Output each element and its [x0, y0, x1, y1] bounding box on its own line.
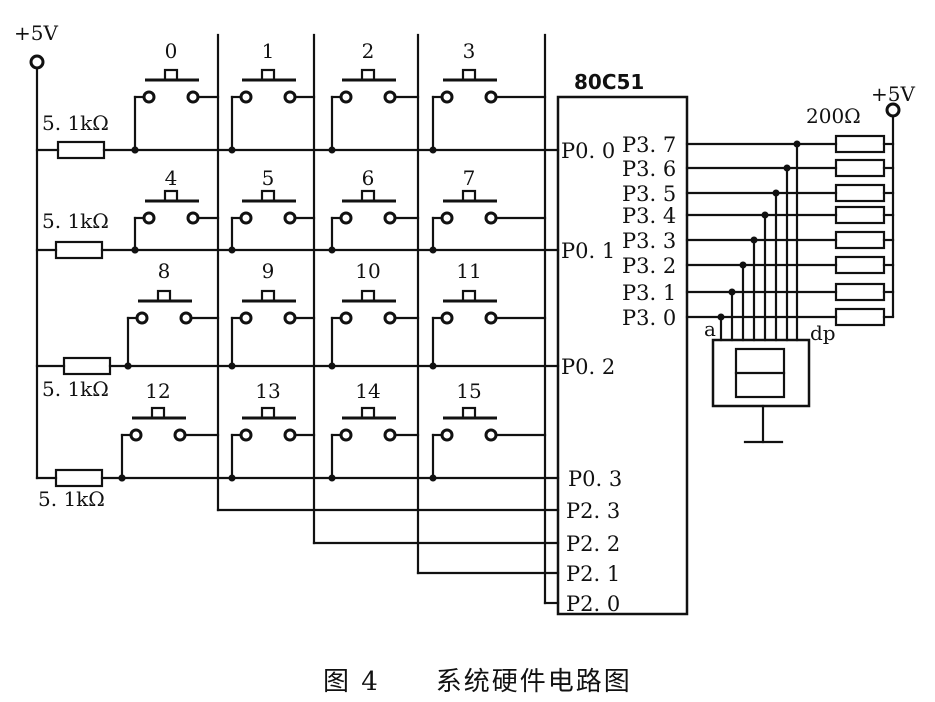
- pin-P31: P3. 1: [622, 281, 676, 305]
- key-4: 4: [131, 166, 220, 254]
- pin-P33: P3. 3: [622, 229, 676, 253]
- key-label-5: 5: [262, 166, 275, 190]
- pin-P30: P3. 0: [622, 306, 676, 330]
- key-label-14: 14: [355, 379, 380, 403]
- key-12: 12: [118, 379, 220, 482]
- key-label-3: 3: [463, 39, 476, 63]
- pin-P00: P0. 0: [561, 139, 615, 163]
- key-label-15: 15: [456, 379, 481, 403]
- row-resistor-2: [62, 356, 112, 376]
- key-label-10: 10: [355, 259, 380, 283]
- key-0: 0: [131, 39, 220, 154]
- key-label-2: 2: [362, 39, 375, 63]
- left-supply-label: +5V: [14, 21, 58, 45]
- key-6: 6: [328, 166, 420, 254]
- key-label-1: 1: [262, 39, 275, 63]
- key-label-8: 8: [158, 259, 171, 283]
- row-resistor-label-1: 5. 1kΩ: [42, 209, 109, 233]
- pin-P32: P3. 2: [622, 254, 676, 278]
- pin-P22: P2. 2: [566, 532, 620, 556]
- segment-resistor-2: [834, 183, 886, 203]
- segment-bus: [685, 134, 895, 342]
- row-resistor-label-3: 5. 1kΩ: [38, 487, 105, 511]
- key-8: 8: [124, 259, 220, 370]
- key-label-12: 12: [145, 379, 170, 403]
- segment-resistor-3: [834, 205, 886, 225]
- segment-resistor-7: [834, 307, 886, 327]
- pin-P37: P3. 7: [622, 133, 676, 157]
- row-resistor-label-0: 5. 1kΩ: [42, 111, 109, 135]
- key-10: 10: [328, 259, 420, 370]
- key-label-6: 6: [362, 166, 375, 190]
- row-resistor-3: [54, 468, 104, 488]
- row-resistor-1: [54, 240, 104, 260]
- key-3: 3: [429, 39, 547, 154]
- pin-P23: P2. 3: [566, 499, 620, 523]
- key-label-11: 11: [456, 259, 481, 283]
- key-7: 7: [429, 166, 547, 254]
- key-5: 5: [228, 166, 316, 254]
- segment-resistor-5: [834, 255, 886, 275]
- segment-resistor-0: [834, 134, 886, 154]
- pin-P36: P3. 6: [622, 157, 676, 181]
- key-13: 13: [228, 379, 316, 482]
- key-label-9: 9: [262, 259, 275, 283]
- key-1: 1: [228, 39, 316, 154]
- right-supply-label: +5V: [871, 82, 915, 106]
- key-9: 9: [228, 259, 316, 370]
- key-15: 15: [429, 379, 547, 482]
- segment-resistor-1: [834, 158, 886, 178]
- display-dp-label: dp: [810, 321, 836, 345]
- key-label-13: 13: [255, 379, 280, 403]
- chip-pins: P0. 0 P0. 1 P0. 2 P0. 3 P2. 3 P2. 2 P2. 1 P2. 0…: [561, 133, 676, 616]
- key-label-4: 4: [165, 166, 178, 190]
- pin-P34: P3. 4: [622, 204, 676, 228]
- pin-P01: P0. 1: [561, 239, 615, 263]
- left-supply-terminal: [29, 54, 45, 70]
- pin-P21: P2. 1: [566, 562, 620, 586]
- display-a-label: a: [704, 317, 716, 341]
- seven-segment-display: a dp: [704, 317, 836, 444]
- row-resistor-label-2: 5. 1kΩ: [42, 377, 109, 401]
- key-14: 14: [328, 379, 420, 482]
- pin-P20: P2. 0: [566, 592, 620, 616]
- chip-label: 80C51: [574, 70, 644, 94]
- row-resistors: 5. 1kΩ 5. 1kΩ 5. 1kΩ 5. 1kΩ: [38, 111, 109, 511]
- pin-P02: P0. 2: [561, 355, 615, 379]
- figure-caption: 图 4 系统硬件电路图: [323, 667, 632, 697]
- key-2: 2: [328, 39, 420, 154]
- pin-P35: P3. 5: [622, 182, 676, 206]
- row-resistor-0: [56, 140, 106, 160]
- key-label-0: 0: [165, 39, 178, 63]
- key-label-7: 7: [463, 166, 476, 190]
- segment-resistor-6: [834, 282, 886, 302]
- pin-P03: P0. 3: [568, 467, 622, 491]
- segment-resistor-label: 200Ω: [806, 104, 861, 128]
- segment-resistor-4: [834, 230, 886, 250]
- key-11: 11: [429, 259, 547, 370]
- mcu-80c51: 80C51: [556, 70, 689, 616]
